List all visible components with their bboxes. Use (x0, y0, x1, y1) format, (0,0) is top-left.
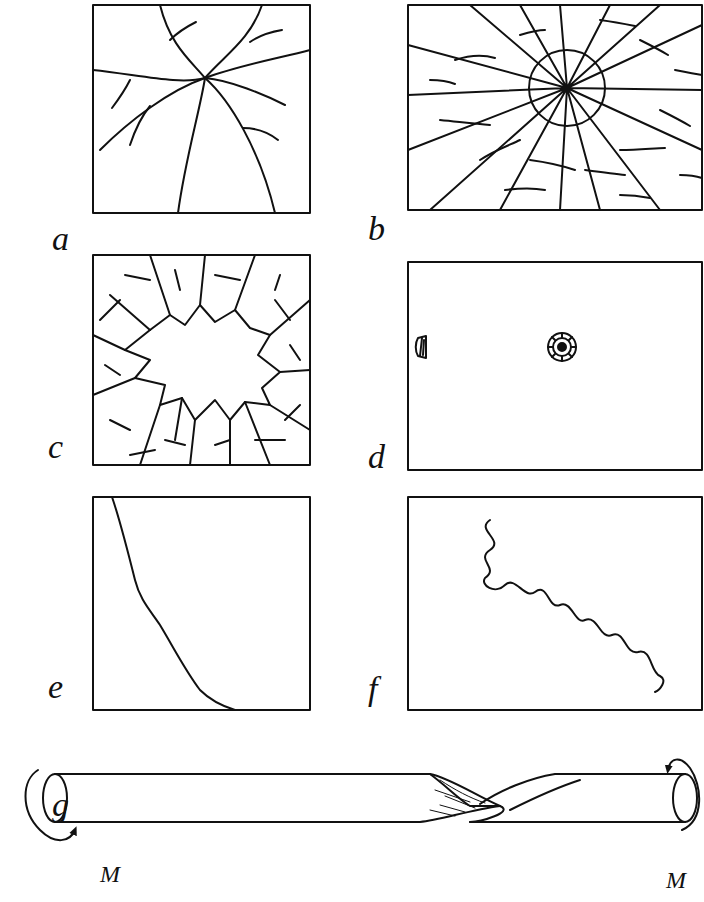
panel-d (408, 262, 702, 470)
moment-label: M (100, 862, 120, 886)
panel-letter: a (52, 222, 69, 256)
panel-b (408, 5, 702, 210)
panel-a (93, 5, 310, 213)
panel-c (93, 255, 310, 465)
twisted-rod (26, 760, 700, 841)
panel-letter: g (52, 788, 69, 822)
moment-label: M (666, 868, 686, 892)
panel-letter: c (48, 430, 63, 464)
panel-e (93, 497, 310, 710)
panel-letter: f (368, 672, 377, 706)
panel-f (408, 497, 702, 710)
panel-letter: e (48, 670, 63, 704)
panel-letter: d (368, 440, 385, 474)
panel-letter: b (368, 212, 385, 246)
